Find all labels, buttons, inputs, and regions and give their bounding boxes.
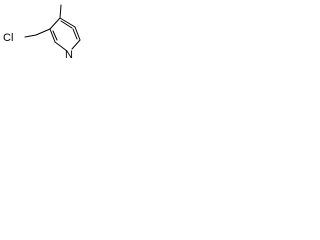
ch2-bond	[35, 28, 51, 36]
ring-bond-c3-c2	[49, 28, 56, 43]
ring-bond-n-c6	[71, 39, 81, 50]
ring-double-bond-c6-c5	[72, 28, 78, 40]
ring-bond-c6-c5	[74, 26, 81, 41]
ring-bond-c4-c3	[49, 17, 61, 30]
chemical-structure: Cl N	[3, 4, 81, 61]
cl-bond	[24, 34, 37, 38]
nitrogen-label: N	[65, 49, 73, 61]
ring-bond-c2-n	[54, 41, 68, 52]
methyl-bond	[59, 4, 62, 19]
ring-bond-c5-c4	[59, 17, 76, 28]
chlorine-label: Cl	[3, 32, 13, 44]
ring-double-bond-c3-c2	[52, 30, 58, 41]
structure-diagram: Cl N	[0, 0, 85, 61]
ring-double-bond-c4-c5	[60, 20, 73, 29]
